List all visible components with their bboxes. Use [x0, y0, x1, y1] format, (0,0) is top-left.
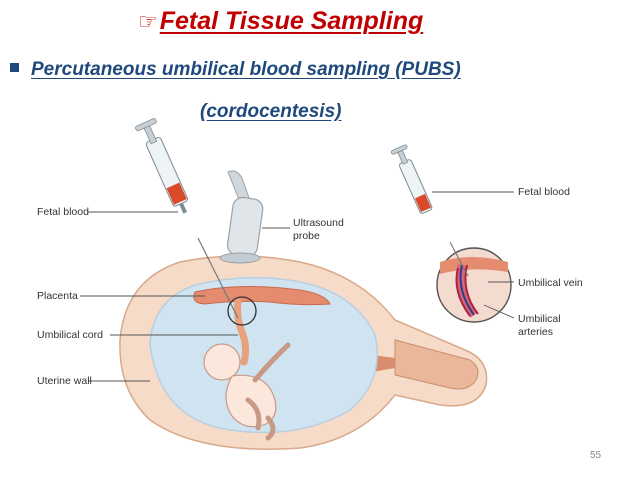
amniotic-sac [149, 276, 378, 434]
label-ultrasound-probe-line2: probe [293, 230, 320, 242]
square-bullet-icon [10, 63, 19, 72]
fetus [203, 342, 291, 441]
bullet-text: Percutaneous umbilical blood sampling (P… [31, 59, 461, 80]
leader-lines [80, 191, 515, 382]
bullet-subtext: (cordocentesis) [200, 101, 342, 122]
label-fetal-blood-right: Fetal blood [518, 186, 570, 198]
inset-magnified-view [390, 144, 512, 323]
label-umbilical-cord: Umbilical cord [37, 329, 103, 341]
label-ultrasound-probe-line1: Ultrasound [293, 217, 344, 229]
ultrasound-probe [219, 170, 264, 264]
label-placenta: Placenta [37, 290, 78, 302]
detail-highlight-circle [227, 296, 257, 326]
label-umbilical-vein: Umbilical vein [518, 277, 583, 289]
bullet-item: Percutaneous umbilical blood sampling (P… [10, 58, 461, 82]
label-uterine-wall: Uterine wall [37, 375, 92, 387]
label-umbilical-arteries-line2: arteries [518, 326, 553, 338]
pointing-hand-icon: ☞ [138, 9, 158, 34]
placenta [193, 285, 331, 306]
page-number: 55 [590, 450, 602, 461]
syringe-left [135, 118, 239, 319]
slide-title: ☞Fetal Tissue Sampling [138, 6, 423, 37]
slide-title-text: Fetal Tissue Sampling [159, 7, 424, 35]
label-umbilical-arteries-line1: Umbilical [518, 313, 561, 325]
label-fetal-blood-left: Fetal blood [37, 206, 89, 218]
umbilical-cord [234, 298, 250, 366]
